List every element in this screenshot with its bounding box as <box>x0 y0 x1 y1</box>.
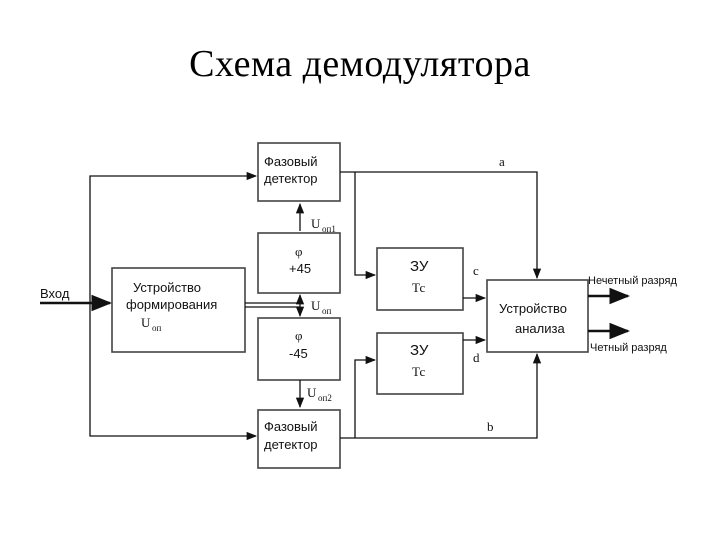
signal-b-label: b <box>487 419 494 434</box>
former-line1: Устройство <box>133 280 201 295</box>
former-line3: U <box>141 315 151 330</box>
phase-minus-value: -45 <box>289 346 308 361</box>
memory-bottom-block <box>376 332 464 395</box>
phase-plus-value: +45 <box>289 261 311 276</box>
memory-top-line2: Тс <box>412 280 425 295</box>
uop2-label: U <box>307 385 317 400</box>
signal-c-label: c <box>473 263 479 278</box>
even-output-label: Четный разряд <box>590 342 667 354</box>
input-to-pd-bottom <box>89 303 258 441</box>
memory-top-line1: ЗУ <box>410 258 429 275</box>
signal-a-to-memory-top <box>354 172 377 280</box>
phase-detector-bottom-block <box>257 409 341 469</box>
pd-bottom-line1: Фазовый <box>264 419 318 434</box>
phase-shifter-plus45-block <box>257 232 341 294</box>
uop1-label: U <box>311 216 321 231</box>
uop1-label-sub: оп1 <box>322 224 336 234</box>
phase-detector-top-block <box>257 142 341 202</box>
analysis-device-block <box>486 279 589 353</box>
page-title: Схема демодулятора <box>189 43 531 85</box>
pd-bottom-line2: детектор <box>264 437 318 452</box>
memory-bottom-line1: ЗУ <box>410 342 429 359</box>
input-to-pd-top <box>89 171 258 303</box>
uop-label: U <box>311 298 321 313</box>
phase-minus-symbol: φ <box>295 328 303 343</box>
pd-top-line1: Фазовый <box>264 154 318 169</box>
forming-device-block <box>111 267 246 353</box>
former-line2: формирования <box>126 297 217 312</box>
signal-b-line <box>340 352 542 439</box>
memory-bottom-line2: Тс <box>412 364 425 379</box>
uop-label-sub: оп <box>322 306 332 316</box>
signal-b-to-memory-bottom <box>354 355 377 438</box>
signal-a-line <box>340 171 542 280</box>
uop2-label-sub: оп2 <box>318 393 332 403</box>
signal-d-label: d <box>473 350 480 365</box>
memory-top-block <box>376 247 464 311</box>
odd-output-label: Нечетный разряд <box>588 275 678 287</box>
analysis-line1: Устройство <box>499 301 567 316</box>
phase-shifter-minus45-block <box>257 317 341 381</box>
former-line3-sub: оп <box>152 323 162 333</box>
input-label: Вход <box>40 286 70 301</box>
signal-a-label: a <box>499 154 505 169</box>
analysis-line2: анализа <box>515 321 565 336</box>
pd-top-line2: детектор <box>264 171 318 186</box>
phase-plus-symbol: φ <box>295 244 303 259</box>
